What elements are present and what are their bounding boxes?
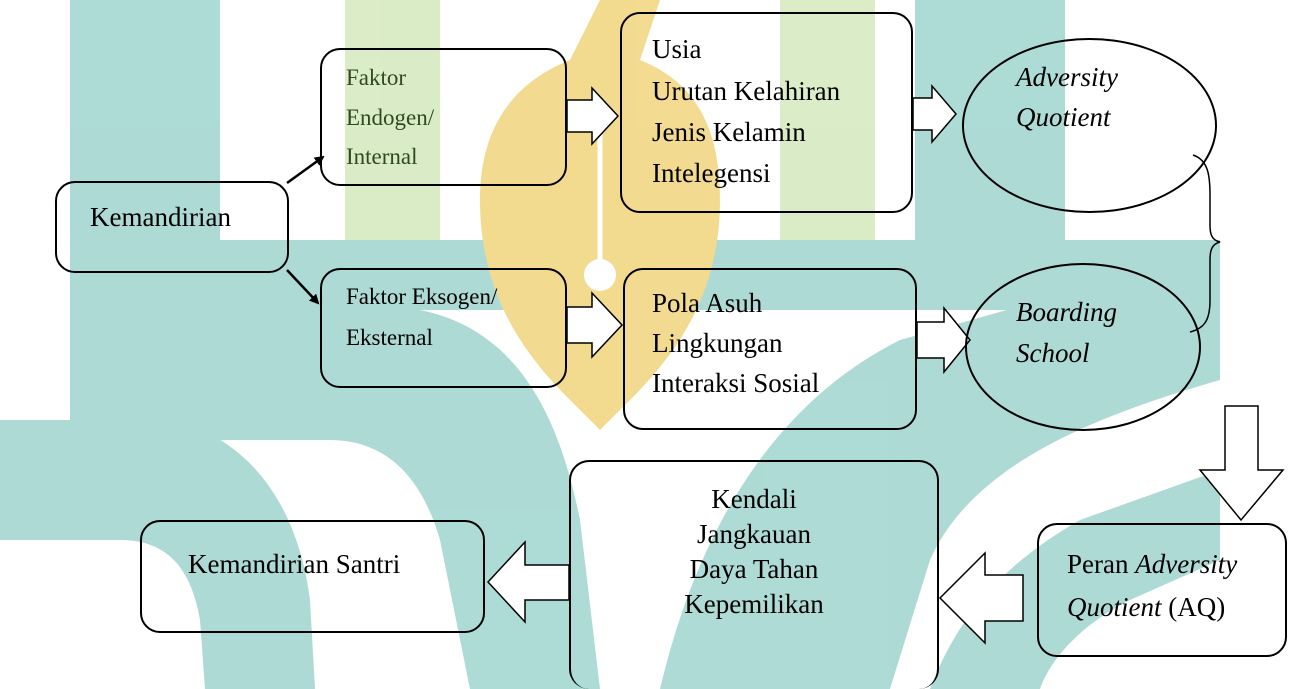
block-arrow-factors-to-boarding: [916, 305, 971, 375]
dimension-jangkauan: Jangkauan: [697, 519, 811, 549]
peran-aq-line1: Peran Adversity: [1067, 545, 1237, 583]
adversity-quotient-ellipse: [962, 38, 1217, 213]
peran-aq-box: [1037, 523, 1287, 657]
adversity-quotient-line2: Quotient: [1016, 102, 1111, 132]
watermark-pillar-left: [70, 0, 220, 240]
factor-usia: Usia: [652, 34, 702, 64]
block-arrow-aq-to-dimensions: [938, 551, 1024, 645]
block-arrow-dimensions-to-santri: [486, 540, 570, 624]
faktor-endogen-line2: Endogen/: [346, 105, 435, 130]
factor-lingkungan: Lingkungan: [652, 328, 783, 358]
dimension-kendali: Kendali: [711, 484, 797, 514]
peran-aq-prefix: Peran: [1067, 549, 1136, 579]
boarding-school-line1: Boarding: [1016, 297, 1117, 327]
right-brace: [1189, 154, 1221, 333]
factor-urutan-kelahiran: Urutan Kelahiran: [652, 76, 841, 106]
external-factors-box: [623, 268, 917, 430]
dimension-daya-tahan: Daya Tahan: [689, 554, 819, 584]
block-arrow-endogen-to-factors: [566, 86, 620, 146]
peran-aq-line2: Quotient (AQ): [1067, 588, 1225, 626]
faktor-endogen-line3: Internal: [346, 144, 418, 169]
block-arrow-eksogen-to-factors: [566, 291, 624, 359]
kemandirian-label: Kemandirian: [90, 202, 231, 232]
peran-aq-suffix: (AQ): [1161, 592, 1226, 622]
aq-dimensions-box: [569, 460, 939, 689]
boarding-school-line2: School: [1016, 338, 1090, 368]
factor-pola-asuh: Pola Asuh: [652, 288, 763, 318]
adversity-quotient-line1: Adversity: [1016, 62, 1118, 92]
peran-aq-quotient: Quotient: [1067, 592, 1162, 622]
boarding-school-ellipse: [965, 263, 1201, 431]
internal-factors-box: [620, 12, 913, 213]
kemandirian-box: [55, 181, 289, 273]
faktor-eksogen-line1: Faktor Eksogen/: [346, 284, 498, 309]
faktor-endogen-line1: Faktor: [346, 65, 407, 90]
peran-aq-adversity: Adversity: [1135, 549, 1238, 579]
dimension-kepemilikan: Kepemilikan: [684, 589, 824, 619]
kemandirian-santri-label: Kemandirian Santri: [188, 549, 401, 579]
factor-jenis-kelamin: Jenis Kelamin: [652, 117, 806, 147]
block-arrow-down: [1198, 405, 1285, 522]
watermark-swoosh-left: [70, 310, 600, 689]
arrow-kemandirian-to-endogen: [286, 155, 325, 185]
factor-intelegensi: Intelegensi: [652, 158, 771, 188]
kemandirian-santri-box: [140, 520, 485, 633]
block-arrow-factors-to-aq: [912, 83, 957, 145]
arrow-kemandirian-to-eksogen: [286, 269, 320, 305]
faktor-eksogen-line2: Eksternal: [346, 325, 433, 350]
factor-interaksi-sosial: Interaksi Sosial: [652, 368, 820, 398]
faktor-eksogen-box: [320, 268, 567, 388]
watermark-swoosh-far-left: [0, 420, 315, 689]
faktor-endogen-box: [320, 48, 567, 186]
